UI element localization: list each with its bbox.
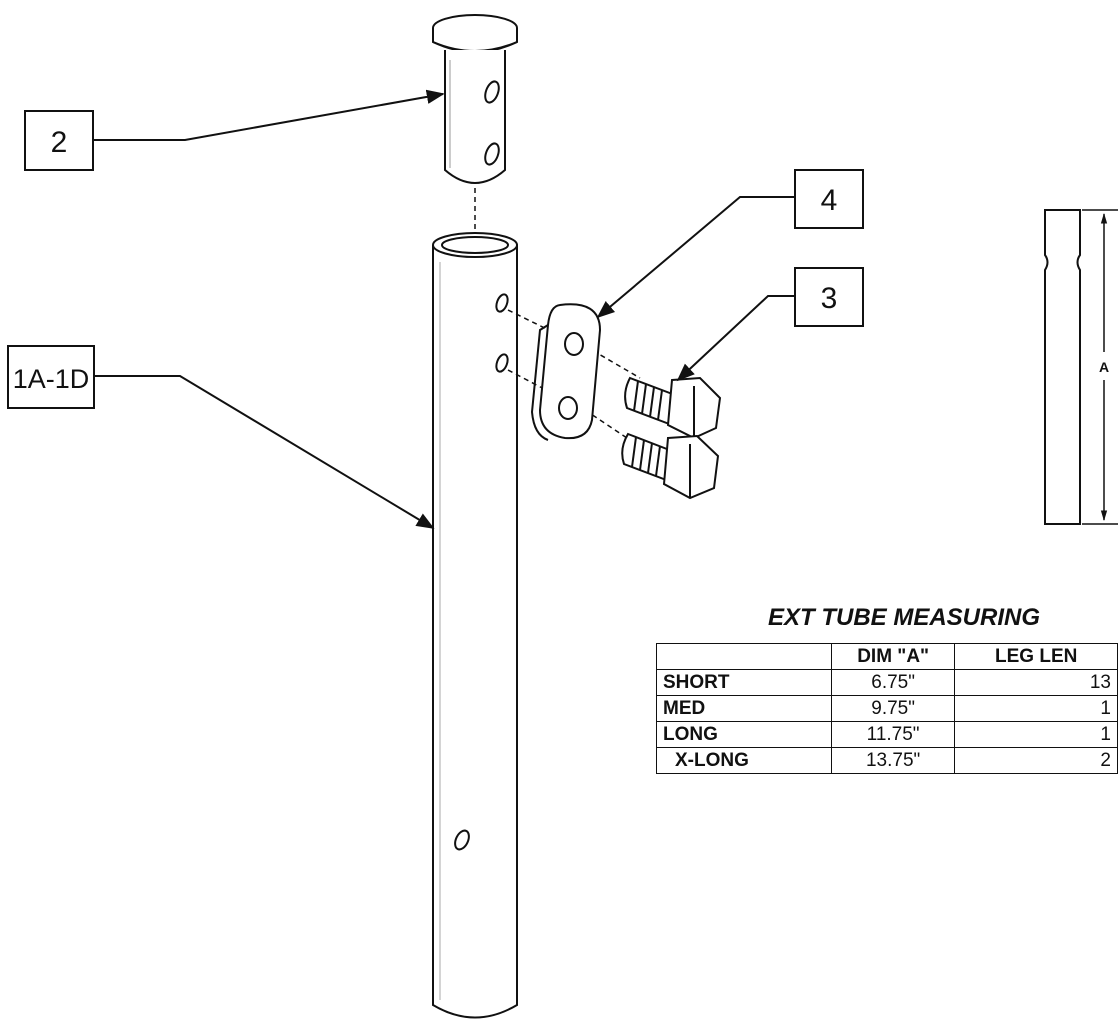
table-header-cell: LEG LEN bbox=[954, 643, 1118, 670]
callout-label-pin: 2 bbox=[51, 126, 68, 159]
row-dim-a: 6.75" bbox=[830, 669, 956, 696]
leader-pin bbox=[93, 89, 445, 141]
leader-tube bbox=[94, 375, 435, 529]
bolt-lower-part bbox=[621, 432, 720, 500]
row-label: LONG bbox=[656, 721, 832, 748]
callout-label-bolts: 3 bbox=[821, 282, 838, 315]
side-view-tube bbox=[1044, 209, 1118, 525]
table-header-row: DIM "A" LEG LEN bbox=[656, 643, 1118, 670]
row-leg-length: 2 bbox=[954, 747, 1118, 774]
row-leg-length: 1 bbox=[954, 721, 1118, 748]
row-leg-length: 13 bbox=[954, 669, 1118, 696]
table-row: SHORT 6.75" 13 bbox=[656, 669, 1118, 696]
leader-bolts bbox=[676, 295, 795, 382]
bolt-upper-part bbox=[624, 376, 722, 440]
measuring-table: DIM "A" LEG LEN SHORT 6.75" 13 MED 9.75"… bbox=[656, 643, 1118, 774]
row-dim-a: 9.75" bbox=[830, 695, 956, 722]
row-label: X-LONG bbox=[656, 747, 832, 774]
row-label: MED bbox=[656, 695, 832, 722]
table-row: X-LONG 13.75" 2 bbox=[656, 747, 1118, 774]
table-header-cell bbox=[656, 643, 832, 670]
row-label: SHORT bbox=[656, 669, 832, 696]
callout-box-plate bbox=[794, 169, 864, 229]
callout-label-plate: 4 bbox=[821, 184, 838, 217]
table-header-cell: DIM "A" bbox=[830, 643, 956, 670]
table-row: MED 9.75" 1 bbox=[656, 695, 1118, 722]
measuring-table-title: EXT TUBE MEASURING bbox=[768, 604, 1041, 631]
row-dim-a: 13.75" bbox=[830, 747, 956, 774]
leader-plate bbox=[596, 196, 795, 319]
mounting-plate-part bbox=[530, 303, 602, 441]
dimension-label-a: A bbox=[1099, 359, 1109, 375]
pin-part bbox=[432, 14, 518, 184]
row-leg-length: 1 bbox=[954, 695, 1118, 722]
callout-label-tube: 1A-1D bbox=[13, 364, 90, 394]
table-row: LONG 11.75" 1 bbox=[656, 721, 1118, 748]
extension-tube-part bbox=[432, 232, 518, 1019]
row-dim-a: 11.75" bbox=[830, 721, 956, 748]
